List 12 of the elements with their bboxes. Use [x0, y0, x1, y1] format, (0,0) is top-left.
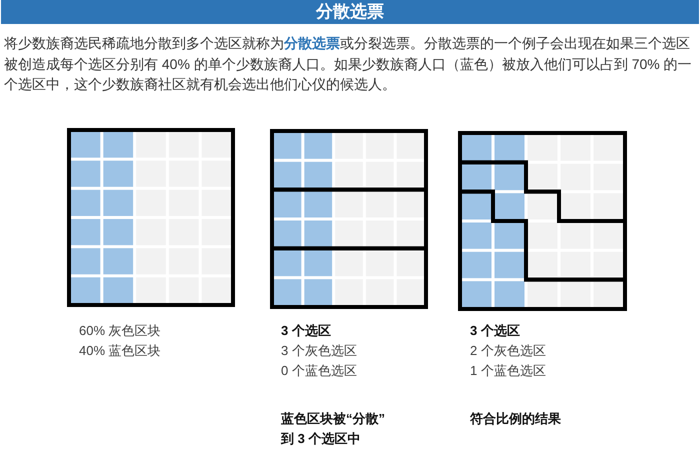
caption-note: 符合比例的结果 — [470, 410, 561, 428]
title-bar: 分散选票 — [1, 0, 699, 24]
caption-text: 1 个蓝色选区 — [470, 362, 546, 380]
caption-heading: 3 个选区 — [281, 322, 331, 340]
intro-text: 将少数族裔选民稀疏地分散到多个选区就称为分散选票或分裂选票。分散选票的一个例子会出现在如果三个选区被创造成每个选区分别有 40% 的单个少数族裔人口。如果少数族裔人口（蓝色）被放入他们可以占到 70% 的一个选区中，这个少数族裔社区就有机会选出他们心仪的候选人。 — [4, 34, 693, 94]
caption-heading: 3 个选区 — [470, 322, 520, 340]
caption-text: 0 个蓝色选区 — [281, 362, 357, 380]
caption-text: 60% 灰色区块 — [79, 322, 161, 340]
caption-text: 40% 蓝色区块 — [79, 342, 161, 360]
caption-note: 蓝色区块被“分散”到 3 个选区中 — [281, 410, 386, 448]
caption-text: 2 个灰色选区 — [470, 342, 546, 360]
caption-text: 3 个灰色选区 — [281, 342, 357, 360]
